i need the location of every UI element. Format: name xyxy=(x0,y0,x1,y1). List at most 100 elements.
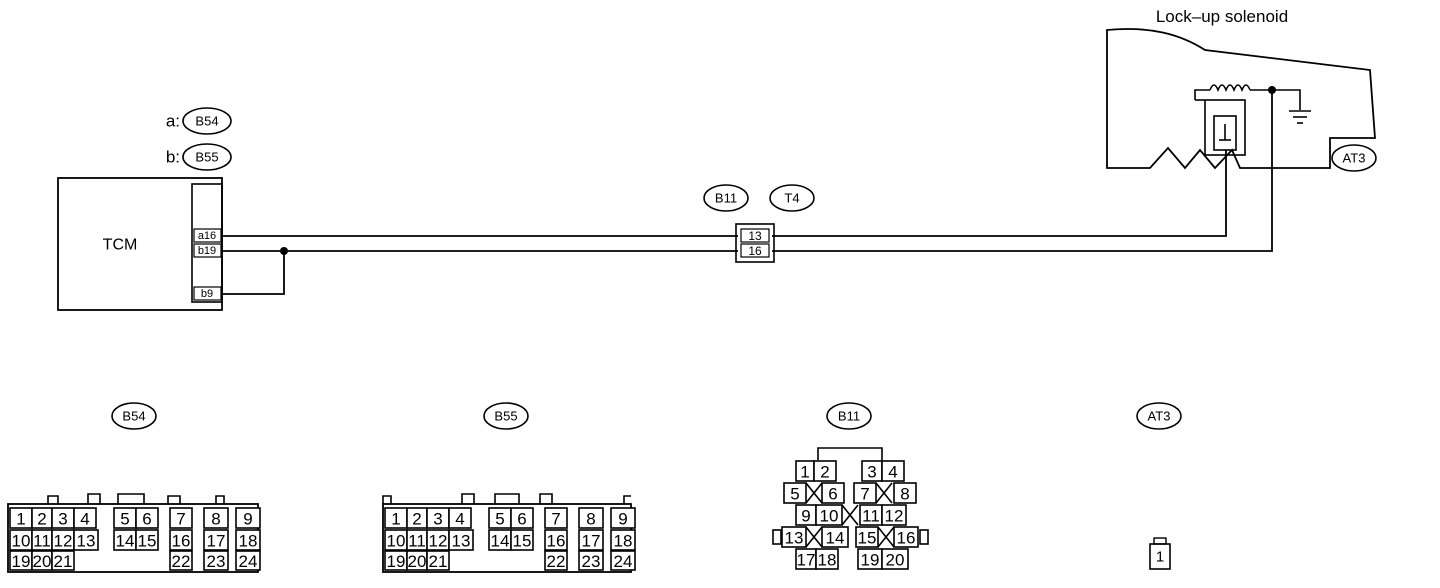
pin-label: 17 xyxy=(582,532,601,551)
blank-pin-cross xyxy=(877,526,895,548)
pin-cell: 6 xyxy=(821,482,845,504)
pin-cell: 5 xyxy=(113,507,137,529)
pin-cell: 6 xyxy=(510,507,534,529)
svg-text:B54: B54 xyxy=(122,409,145,424)
pin-label: 11 xyxy=(862,507,880,526)
pin-label: 21 xyxy=(429,552,448,571)
pin-cell: 20 xyxy=(31,550,53,571)
pin-label: 15 xyxy=(138,532,157,551)
pin-cell: 9 xyxy=(795,504,817,526)
connector-at3: 1 xyxy=(1149,537,1171,570)
pin-cell: 7 xyxy=(544,507,568,529)
svg-text:B11: B11 xyxy=(838,409,860,424)
pin-cell: 18 xyxy=(610,529,636,551)
pin-cell: 16 xyxy=(544,529,568,551)
solenoid-body xyxy=(1204,99,1246,156)
pin-label: 19 xyxy=(387,552,406,571)
tcm-label: TCM xyxy=(103,237,138,254)
wire-to-solenoid xyxy=(772,150,1227,237)
pin-label: 12 xyxy=(54,532,73,551)
oval-inline-b11: B11 xyxy=(703,184,749,212)
svg-text:T4: T4 xyxy=(784,191,799,206)
pin-cell: 7 xyxy=(169,507,193,529)
pin-label: 1 xyxy=(16,510,25,529)
coil-lead-left xyxy=(1194,89,1210,100)
pin-cell: 11 xyxy=(406,529,428,551)
pin-label: 2 xyxy=(820,463,829,482)
pin-label: 5 xyxy=(790,485,799,504)
wire-b9 xyxy=(222,251,285,295)
pin-label: 9 xyxy=(618,510,627,529)
pin-cell: 3 xyxy=(861,460,883,482)
pin-label: 12 xyxy=(885,507,904,526)
pin-label: 2 xyxy=(37,510,46,529)
pin-label: 24 xyxy=(239,552,258,571)
pin-cell: 17 xyxy=(795,548,817,570)
pin-cell: 23 xyxy=(203,550,229,571)
pin-cell: 15 xyxy=(855,526,895,548)
pin-cell: 6 xyxy=(135,507,159,529)
pin-label: 6 xyxy=(142,510,151,529)
pin-cell: 4 xyxy=(448,507,472,529)
pin-label: 5 xyxy=(495,510,504,529)
pin-label: 7 xyxy=(551,510,560,529)
pin-label: 7 xyxy=(176,510,185,529)
pin-cell: 9 xyxy=(235,507,261,529)
pin-label: 13 xyxy=(785,529,804,548)
pin-label: 8 xyxy=(586,510,595,529)
ref-prefix-b: b: xyxy=(166,148,180,167)
oval-ref-b55: B55 xyxy=(182,143,232,171)
pin-cell: 12 xyxy=(426,529,450,551)
pin-label: 9 xyxy=(243,510,252,529)
pin-label: 14 xyxy=(491,532,510,551)
pin-cell: 14 xyxy=(821,526,849,548)
pin-cell: 2 xyxy=(31,507,53,529)
oval-at3: AT3 xyxy=(1136,402,1182,430)
pin-cell: 10 xyxy=(9,529,33,551)
pin-cell: 4 xyxy=(881,460,905,482)
pin-label: 8 xyxy=(211,510,220,529)
pin-label: 7 xyxy=(860,485,869,504)
pin-cell: 12 xyxy=(51,529,75,551)
pin-label: 3 xyxy=(58,510,67,529)
pin-label: 12 xyxy=(429,532,448,551)
pin-label: 4 xyxy=(888,463,897,482)
pin-cell: 13 xyxy=(781,526,823,548)
pin-cell: 21 xyxy=(426,550,450,571)
pin-cell: 19 xyxy=(384,550,408,571)
svg-text:AT3: AT3 xyxy=(1343,151,1366,166)
pin-label: 2 xyxy=(412,510,421,529)
pin-cell: 17 xyxy=(203,529,229,551)
pin-label: 20 xyxy=(886,551,905,570)
pin-label: 18 xyxy=(614,532,633,551)
pin-label: 11 xyxy=(408,532,426,551)
pin-cell: 7 xyxy=(853,482,893,504)
pin-label: 20 xyxy=(408,552,427,571)
pin-label: 4 xyxy=(80,510,89,529)
pin-label: 17 xyxy=(797,551,816,570)
inline-pin-16: 16 xyxy=(748,244,762,258)
pin-cell: 19 xyxy=(9,550,33,571)
pin-label: 24 xyxy=(614,552,633,571)
pin-cell: 1 xyxy=(384,507,408,529)
at3-pin-1: 1 xyxy=(1156,549,1164,566)
pin-label: 6 xyxy=(517,510,526,529)
oval-b55: B55 xyxy=(483,402,529,430)
pin-label: 21 xyxy=(54,552,73,571)
oval-ref-b54: B54 xyxy=(182,107,232,135)
pin-label: 13 xyxy=(77,532,96,551)
pin-cell: 1 xyxy=(9,507,33,529)
svg-text:B55: B55 xyxy=(494,409,517,424)
pin-cell: 11 xyxy=(31,529,53,551)
pin-cell: 5 xyxy=(783,482,823,504)
pin-label: 3 xyxy=(433,510,442,529)
pin-cell: 15 xyxy=(510,529,534,551)
pin-label: 23 xyxy=(582,552,601,571)
pin-cell: 14 xyxy=(113,529,137,551)
pin-label: 23 xyxy=(207,552,226,571)
pin-cell: 20 xyxy=(406,550,428,571)
tcm-pin-b9: b9 xyxy=(201,288,213,300)
